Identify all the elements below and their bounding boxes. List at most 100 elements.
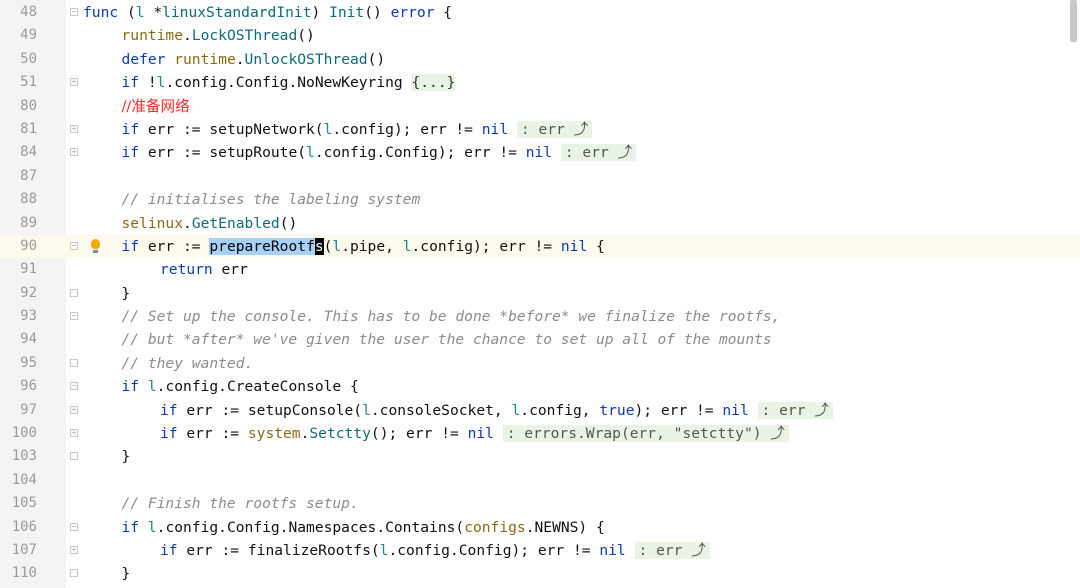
line-number: 110	[11, 565, 37, 582]
code-line[interactable]: 94 // but *after* we've given the user th…	[0, 328, 1080, 351]
fold-expand-icon[interactable]: +	[70, 77, 78, 87]
line-number: 80	[20, 97, 37, 114]
receiver: l	[306, 144, 315, 162]
keyword: nil	[599, 541, 626, 559]
receiver: l	[147, 518, 157, 536]
receiver: l	[156, 74, 166, 92]
code-line[interactable]: 87	[0, 165, 1080, 188]
code-content: if err := prepareRootfs(l.pipe, l.config…	[122, 235, 605, 258]
fold-collapse-icon[interactable]: −	[70, 381, 78, 391]
editor-gutter	[0, 0, 66, 588]
code-text: ()	[367, 50, 386, 68]
code-text: err := setupNetwork(	[139, 120, 324, 138]
fold-collapse-icon[interactable]: −	[70, 521, 78, 531]
selected-text: prepareRootf	[209, 237, 315, 255]
vertical-scrollbar[interactable]	[1070, 0, 1077, 42]
fold-collapse-icon[interactable]: −	[70, 7, 78, 16]
code-text: err := setupConsole(	[177, 401, 363, 419]
code-line[interactable]: 80 //准备网络	[0, 95, 1080, 118]
code-content: if err := setupRoute(l.config.Config); e…	[122, 141, 637, 164]
comment: // Set up the console. This has to be do…	[121, 308, 781, 326]
code-line[interactable]: 90−if err := prepareRootfs(l.pipe, l.con…	[0, 234, 1080, 259]
identifier: UnlockOSThread	[244, 50, 368, 68]
fold-expand-icon[interactable]: +	[70, 123, 78, 133]
code-line[interactable]: 105// Finish the rootfs setup.	[0, 492, 1080, 515]
package-name: runtime	[121, 27, 184, 45]
fold-expand-icon[interactable]: +	[70, 147, 78, 157]
code-line[interactable]: 48−func (l *linuxStandardInit) Init() er…	[0, 1, 1080, 24]
code-line[interactable]: 103}	[0, 445, 1080, 468]
code-text: }	[121, 565, 131, 583]
receiver: l	[323, 120, 333, 138]
code-text	[749, 402, 758, 419]
code-line[interactable]: 88// initialises the labeling system	[0, 188, 1080, 211]
code-text: err := setupRoute(	[139, 144, 307, 162]
code-line[interactable]: 93 − // Set up the console. This has to be…	[0, 305, 1080, 328]
code-text: err	[212, 261, 248, 279]
code-line[interactable]: 84 + if err := setupRoute(l.config.Config)…	[0, 141, 1080, 164]
code-line[interactable]: 100+if err := system.Setctty(); err != n…	[0, 422, 1080, 445]
line-number: 94	[20, 331, 37, 348]
code-text: (	[118, 4, 136, 21]
keyword: nil	[525, 144, 553, 162]
line-number: 103	[11, 448, 37, 465]
fold-expand-icon[interactable]: +	[70, 404, 78, 414]
code-line[interactable]: 96−if l.config.CreateConsole {	[0, 375, 1080, 398]
comment: //准备网络	[121, 97, 190, 115]
fold-end-icon[interactable]	[70, 569, 78, 578]
code-content: if err := setupConsole(l.consoleSocket, …	[160, 399, 833, 422]
code-line[interactable]: 51+if !l.config.Config.NoNewKeyring {...…	[0, 71, 1080, 94]
code-text: .config); err !=	[411, 237, 561, 255]
receiver: l	[379, 541, 389, 559]
code-line[interactable]: 97+if err := setupConsole(l.consoleSocke…	[0, 399, 1080, 422]
code-text	[552, 144, 561, 161]
line-number: 89	[20, 214, 37, 231]
comment: // initialises the labeling system	[121, 191, 421, 209]
line-number: 93	[20, 308, 37, 325]
keyword: func	[83, 4, 119, 21]
fold-end-icon[interactable]	[70, 358, 78, 367]
keyword: if	[160, 541, 178, 559]
code-text: err :=	[139, 237, 210, 255]
keyword: true	[599, 401, 635, 419]
code-line[interactable]: 106−if l.config.Config.Namespaces.Contai…	[0, 516, 1080, 539]
line-number: 81	[20, 120, 37, 137]
code-line[interactable]: 81 + if err := setupNetwork(l.config); err…	[0, 118, 1080, 141]
code-text	[626, 542, 635, 559]
code-text: .config.CreateConsole {	[156, 378, 359, 396]
fold-end-icon[interactable]	[70, 288, 78, 297]
inlay-hint[interactable]: : errors.Wrap(err, "setctty") ⤴	[502, 425, 789, 443]
inlay-hint[interactable]: : err ⤴	[560, 144, 637, 162]
code-content: if err := setupNetwork(l.config); err !=…	[122, 118, 593, 141]
code-line[interactable]: 104	[0, 469, 1080, 492]
code-text	[139, 519, 148, 536]
code-line[interactable]: 95// they wanted.	[0, 352, 1080, 375]
lightbulb-icon[interactable]	[91, 238, 100, 253]
folded-block[interactable]: {...}	[411, 74, 456, 92]
inlay-hint[interactable]: : err ⤴	[516, 120, 593, 138]
line-number: 84	[20, 144, 37, 161]
fold-expand-icon[interactable]: +	[70, 544, 78, 554]
code-line[interactable]: 107+if err := finalizeRootfs(l.config.Co…	[0, 539, 1080, 562]
inlay-hint[interactable]: : err ⤴	[757, 401, 833, 419]
code-line[interactable]: 110}	[0, 562, 1080, 585]
keyword: nil	[560, 237, 588, 255]
fold-end-icon[interactable]	[70, 452, 78, 461]
fold-collapse-icon[interactable]: −	[70, 240, 78, 250]
code-content: // but *after* we've given the user the …	[122, 328, 772, 351]
code-text: {	[587, 237, 605, 255]
code-text: (); err !=	[370, 425, 468, 443]
receiver: l	[147, 378, 157, 396]
fold-expand-icon[interactable]: +	[70, 428, 78, 438]
comment: // Finish the rootfs setup.	[121, 495, 359, 513]
line-number: 106	[11, 518, 37, 535]
inlay-hint[interactable]: : err ⤴	[634, 541, 710, 559]
fold-collapse-icon[interactable]: −	[70, 311, 78, 321]
code-line[interactable]: 92}	[0, 282, 1080, 305]
line-number: 104	[11, 471, 37, 488]
